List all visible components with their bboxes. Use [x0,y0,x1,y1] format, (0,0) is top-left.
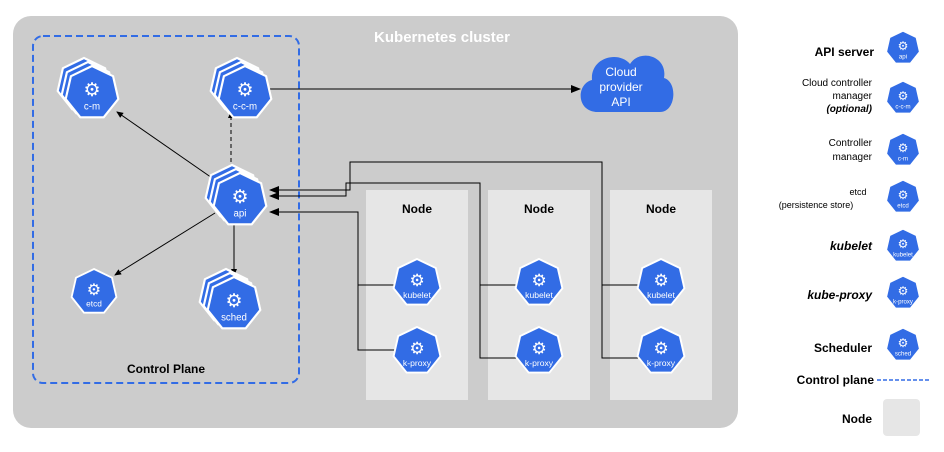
legend-kubelet-icon-label: kubelet [893,252,913,259]
gear-icon: ⚙ [232,187,249,208]
legend-node-swatch [883,399,920,436]
sched-icon: ⚙sched [198,267,262,330]
svg-text:API: API [611,95,630,109]
gear-icon: ⚙ [898,39,909,53]
gear-icon: ⚙ [226,291,243,312]
arrow-api-to-etcd [114,212,216,276]
legend-kube-proxy-icon-label: k-proxy [893,299,914,306]
legend-ccm-icon: ⚙c-c-m [885,80,921,114]
gear-icon: ⚙ [87,281,101,299]
legend-kube-proxy-icon: ⚙k-proxy [885,275,921,309]
gear-icon: ⚙ [898,188,909,202]
gear-icon: ⚙ [531,339,546,358]
cm-icon: ⚙c-m [56,56,120,119]
legend-etcd-line1: etcd [849,187,866,197]
control-plane-label: Control Plane [127,362,205,376]
gear-icon: ⚙ [653,339,668,358]
legend-scheduler-icon: ⚙sched [885,327,921,361]
legend-cm-line1: Controller [829,138,873,149]
gear-icon: ⚙ [898,237,909,251]
arrow-api-to-cm [116,111,216,181]
legend-etcd-icon: ⚙etcd [885,179,921,213]
gear-icon: ⚙ [409,271,424,290]
line-proxy-3 [601,285,638,359]
line-proxy-2 [479,285,516,359]
kubelet-icon-2: ⚙kubelet [514,257,564,306]
svg-text:provider: provider [599,80,642,94]
kube-proxy-icon-1: ⚙k-proxy [392,325,442,374]
legend-cm-icon-label: c-m [898,156,908,163]
line-kubelet-3 [269,161,638,286]
legend-ccm-icon-label: c-c-m [895,104,910,111]
kubelet-icon-1-label: kubelet [403,290,431,300]
control-plane-box [32,35,300,384]
api-icon: ⚙api [204,163,268,226]
sched-icon-label: sched [221,313,247,324]
legend-cm-icon: ⚙c-m [885,132,921,166]
node-label-1: Node [402,202,432,216]
api-icon-label: api [234,209,247,220]
legend-scheduler: Scheduler [814,341,872,355]
cloud-provider-api: Cloud provider API [580,55,674,112]
legend-kubelet: kubelet [830,239,873,253]
gear-icon: ⚙ [898,336,909,350]
kubelet-icon-2-label: kubelet [525,290,553,300]
legend-etcd-icon-label: etcd [897,203,909,210]
line-kubelet-1 [269,208,395,286]
legend-api-icon-label: api [899,54,907,61]
kube-proxy-icon-3-label: k-proxy [647,358,676,368]
legend-api-icon: ⚙api [885,30,921,64]
cluster-title: Kubernetes cluster [374,29,510,46]
legend-kube-proxy: kube-proxy [807,288,873,302]
kubelet-icon-3: ⚙kubelet [636,257,686,306]
kubelet-icon-3-label: kubelet [647,290,675,300]
kube-proxy-icon-2-label: k-proxy [525,358,554,368]
cm-icon-label: c-m [84,102,100,113]
component-icons: ⚙c-m⚙c-c-m⚙api⚙etcd⚙sched⚙kubelet⚙k-prox… [56,30,921,374]
node-label-2: Node [524,202,554,216]
gear-icon: ⚙ [898,89,909,103]
legend-api-server: API server [815,45,875,59]
etcd-icon-label: etcd [86,298,102,308]
connections [114,85,638,359]
legend-ccm-line3: (optional) [826,104,872,115]
ccm-icon: ⚙c-c-m [209,56,273,119]
gear-icon: ⚙ [84,80,101,101]
legend: API server Cloud controller manager (opt… [779,45,930,436]
kubelet-icon-1: ⚙kubelet [392,257,442,306]
gear-icon: ⚙ [409,339,424,358]
legend-cm-line2: manager [833,152,873,163]
svg-text:Cloud: Cloud [605,65,636,79]
ccm-icon-label: c-c-m [233,102,257,113]
legend-node: Node [842,412,872,426]
line-proxy-1 [357,285,395,351]
kube-proxy-icon-3: ⚙k-proxy [636,325,686,374]
legend-scheduler-icon-label: sched [895,351,911,358]
kube-proxy-icon-1-label: k-proxy [403,358,432,368]
gear-icon: ⚙ [898,284,909,298]
gear-icon: ⚙ [653,271,668,290]
legend-etcd-line2: (persistence store) [779,200,854,210]
gear-icon: ⚙ [237,80,254,101]
gear-icon: ⚙ [531,271,546,290]
line-kubelet-2 [269,182,516,286]
legend-ccm-line1: Cloud controller [802,78,873,89]
gear-icon: ⚙ [898,141,909,155]
node-label-3: Node [646,202,676,216]
kube-proxy-icon-2: ⚙k-proxy [514,325,564,374]
legend-kubelet-icon: ⚙kubelet [885,228,921,262]
legend-ccm-line2: manager [833,91,873,102]
etcd-icon: ⚙etcd [70,267,118,314]
legend-control-plane: Control plane [797,373,875,387]
